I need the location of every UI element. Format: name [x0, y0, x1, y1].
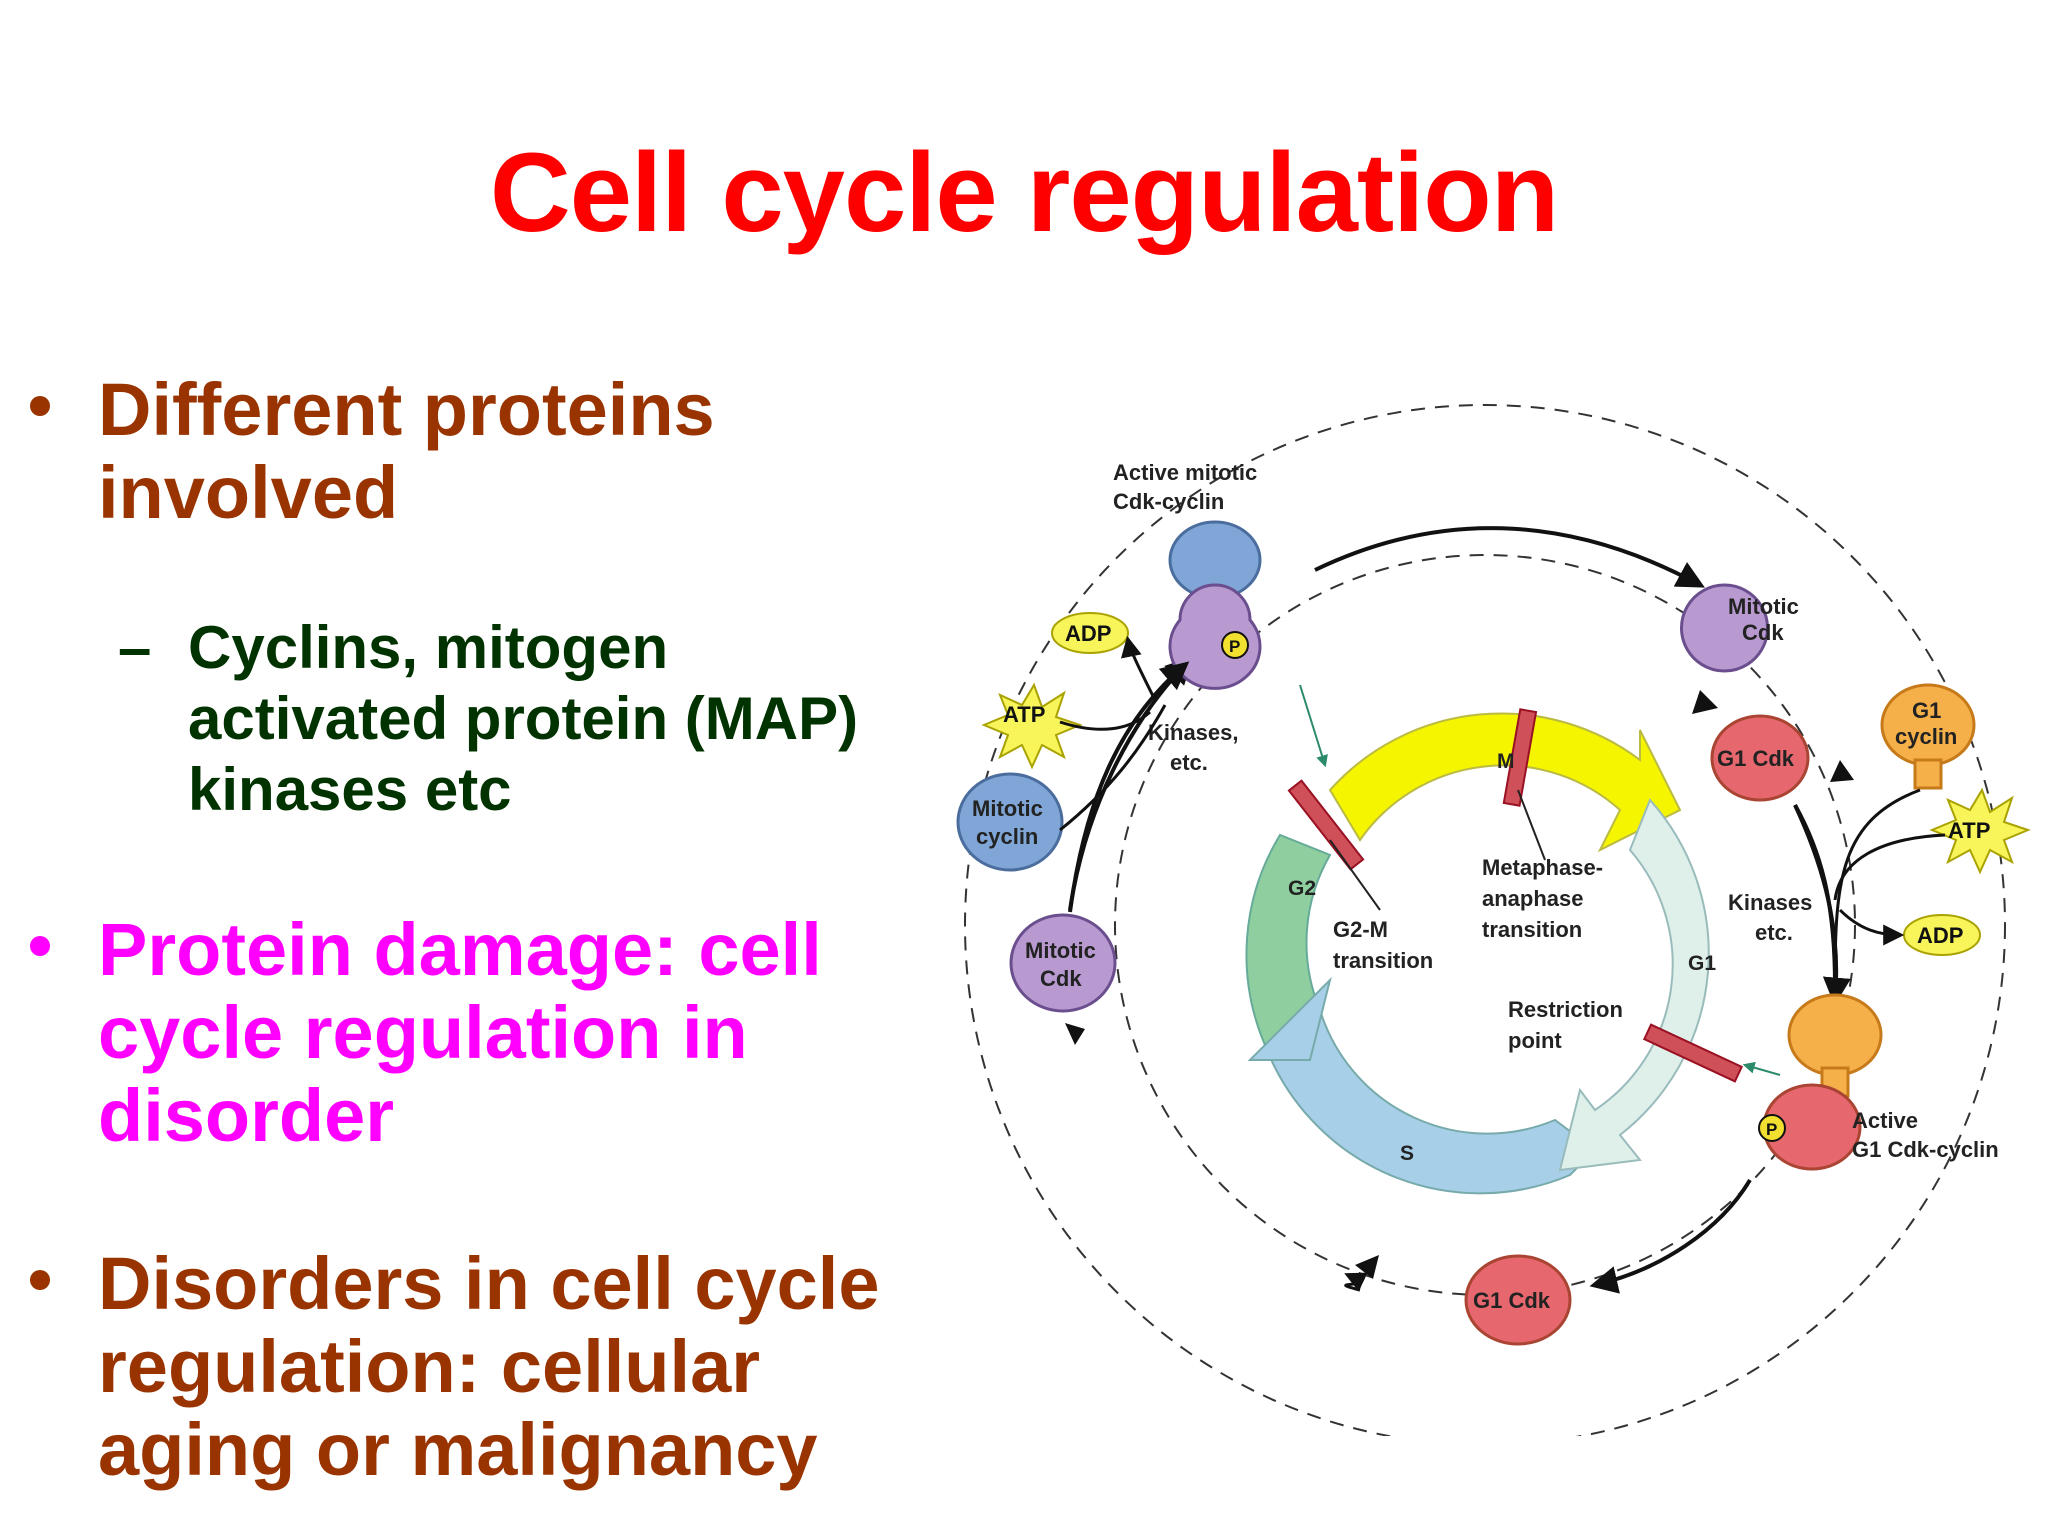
bottom-left-small-arrow [1344, 1272, 1368, 1292]
mitotic-cdk-right-shape [1680, 583, 1769, 673]
mitotic-cyclin-label: Mitotic [972, 796, 1043, 821]
sub-bullet-line: Cyclins, mitogen [188, 614, 669, 681]
bullet-line: Protein damage: cell [98, 908, 822, 991]
bullet-line: Disorders in cell cycle [98, 1242, 880, 1325]
phase-s-segment [1263, 1008, 1597, 1195]
atp-right-icon [1929, 787, 2031, 875]
outer-ring-arrowhead [1830, 760, 1854, 782]
g1-cdk-bottom-label: G1 Cdk [1473, 1288, 1551, 1313]
phosphate-label: P [1229, 637, 1240, 656]
left-kinase-arrow [1068, 661, 1190, 913]
inner-ring-bottom-arrowhead [1355, 1255, 1379, 1279]
phase-m-segment [1328, 712, 1682, 853]
phase-m-label: M [1497, 750, 1515, 773]
outer-ring-left-arrowhead [1065, 1023, 1085, 1045]
bullet-line: cycle regulation in [98, 991, 748, 1074]
metaphase-label-line: Metaphase- [1482, 855, 1603, 880]
phase-s-label: S [1400, 1142, 1414, 1165]
phase-g1-label: G1 [1688, 952, 1716, 975]
phosphate-label: P [1766, 1120, 1777, 1139]
atp-right-label: ATP [1948, 818, 1990, 843]
adp-left-arrow [1121, 635, 1157, 701]
bullet-dot [30, 936, 50, 956]
sub-bullet-dash: – [118, 614, 152, 681]
kinases-left-label: etc. [1170, 750, 1208, 775]
outer-dashed-cycle [964, 404, 2006, 1436]
g1-green-pointer [1742, 1061, 1781, 1076]
active-mitotic-label: Active mitotic [1113, 460, 1257, 485]
bullet-proteins: Different proteins involved [0, 368, 900, 538]
bullet-dot [30, 396, 50, 416]
mitotic-cyclin-left-shape [956, 772, 1064, 872]
mitotic-cdk-left-label: Mitotic [1025, 938, 1096, 963]
mitotic-green-pointer [1299, 684, 1328, 768]
metaphase-label-line: transition [1482, 917, 1582, 942]
metaphase-label-line: anaphase [1482, 886, 1584, 911]
kinases-right-label: etc. [1755, 920, 1793, 945]
atp-left-arrow [1059, 710, 1152, 731]
adp-right-label: ADP [1917, 923, 1963, 948]
adp-right-arrow [1838, 908, 1905, 946]
active-mitotic-label: Cdk-cyclin [1113, 489, 1224, 514]
g1-cyclin-label: G1 [1912, 698, 1941, 723]
phase-ring [1245, 712, 1710, 1195]
atp-left-icon [981, 682, 1083, 770]
g1-cdk-bottom-shape [1464, 1254, 1572, 1346]
kinases-right-label: Kinases [1728, 890, 1812, 915]
g1-cyclin-joining-arrow [1833, 788, 1921, 986]
mitotic-cdk-left-shape [1009, 913, 1117, 1013]
bullet-line: involved [98, 451, 399, 534]
bullet-line: regulation: cellular [98, 1325, 761, 1408]
restriction-label-line: point [1508, 1028, 1562, 1053]
adp-left-label: ADP [1065, 621, 1111, 646]
slide-title: Cell cycle regulation [489, 130, 1559, 255]
bullet-line: Different proteins [98, 368, 715, 451]
s-arrowhead [1247, 976, 1332, 1061]
sub-bullet-line: kinases etc [188, 756, 512, 823]
metaphase-pointer [1517, 789, 1546, 861]
g2m-label-line: G2-M [1333, 917, 1388, 942]
atp-right-arrow [1833, 833, 1946, 901]
g2m-pointer [1329, 839, 1381, 911]
g1-cyclin-stem [1913, 758, 1943, 790]
bullet-protein-damage: Protein damage: cell cycle regulation in… [0, 908, 900, 1158]
phosphate-icon [1758, 1114, 1786, 1142]
bullet-dot [30, 1270, 50, 1290]
phosphate-icon [1221, 631, 1249, 659]
restriction-checkpoint-bar [1642, 1023, 1744, 1083]
bullet-line: disorder [98, 1074, 395, 1157]
sub-bullet-line: activated protein (MAP) [188, 685, 859, 752]
active-g1-cyclin-shape [1787, 993, 1883, 1077]
mitotic-cyclin-joining-arrow [1059, 704, 1167, 832]
sub-bullet-proteins: – Cyclins, mitogen activated protein (MA… [0, 612, 940, 832]
bullet-line: aging or malignancy [98, 1408, 818, 1491]
g1-cdk-right-shape [1710, 714, 1810, 802]
g1-cyclin-label: cyclin [1895, 724, 1957, 749]
adp-left-icon [1051, 612, 1129, 654]
active-g1-label: G1 Cdk-cyclin [1852, 1137, 1999, 1162]
g1-cdk-right-label: G1 Cdk [1717, 746, 1795, 771]
restriction-label-line: Restriction [1508, 997, 1623, 1022]
bullet-disorders: Disorders in cell cycle regulation: cell… [0, 1242, 900, 1492]
mitotic-cdk-right-label: Mitotic [1728, 594, 1799, 619]
kinases-left-label: Kinases, [1148, 720, 1239, 745]
g2m-label-line: transition [1333, 948, 1433, 973]
mitotic-cdk-right-label: Cdk [1742, 620, 1784, 645]
active-g1-label: Active [1852, 1108, 1918, 1133]
top-cycle-arrow [1314, 526, 1705, 588]
cell-cycle-diagram: M G2 G1 S Metaphase- anaphase transition… [950, 400, 2048, 1436]
bottom-right-arrow [1589, 1178, 1752, 1294]
phase-g1-segment [1558, 798, 1710, 1172]
mitotic-cyclin-label: cyclin [976, 824, 1038, 849]
phase-g2-label: G2 [1288, 877, 1316, 900]
g2m-checkpoint-bar [1287, 779, 1365, 871]
atp-left-label: ATP [1003, 702, 1045, 727]
metaphase-checkpoint-bar [1502, 708, 1538, 807]
inner-ring-arrowhead [1692, 690, 1718, 714]
mitotic-cdk-left-label: Cdk [1040, 966, 1082, 991]
